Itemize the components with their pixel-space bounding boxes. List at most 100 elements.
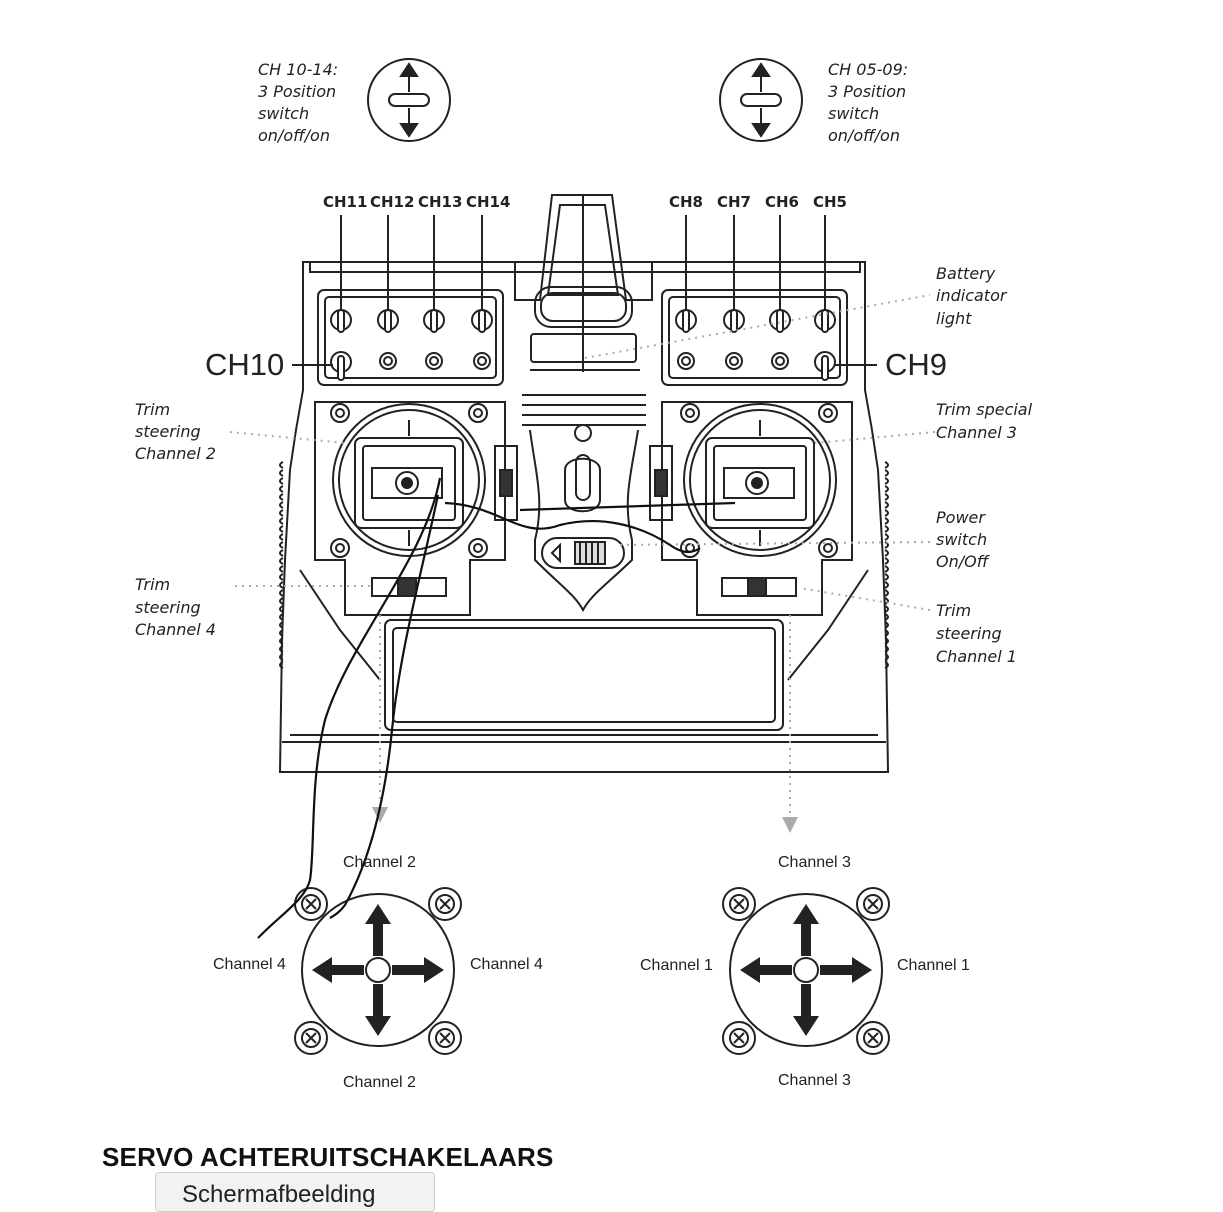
grip-ridge-left	[279, 485, 284, 493]
ch6-label: CH6	[765, 193, 799, 211]
grip-ridge-right	[884, 509, 889, 517]
trim-special-callout: Trim special Channel 3	[936, 400, 1037, 442]
stick-center	[365, 957, 391, 983]
ch5-label: CH5	[813, 193, 847, 211]
ch9-label: CH9	[885, 347, 947, 382]
grip-ridge-right	[884, 549, 889, 557]
grip-ridge-left	[279, 573, 284, 581]
switch-icon-left	[367, 58, 451, 142]
grip-ridge-left	[279, 589, 284, 597]
arrow-left-icon	[740, 957, 792, 983]
grip-ridge-right	[884, 573, 889, 581]
grip-ridge-left	[279, 629, 284, 637]
screw-icon	[856, 1021, 890, 1055]
arrow-up-icon	[793, 904, 819, 956]
arrow-down-icon	[365, 984, 391, 1036]
battery-indicator-callout: Battery indicator light	[936, 264, 1012, 328]
section-heading: SERVO ACHTERUITSCHAKELAARS	[102, 1142, 554, 1172]
grip-ridge-left	[279, 461, 284, 469]
grip-ridge-left	[279, 565, 284, 573]
grip-ridge-left	[279, 541, 284, 549]
grip-ridge-left	[279, 613, 284, 621]
grip-ridge-left	[279, 653, 284, 661]
grip-ridge-right	[884, 469, 889, 477]
trim-ch1-callout: Trim steering Channel 1	[936, 601, 1017, 666]
stick-diagram-left	[294, 887, 462, 1055]
toggle-switch	[423, 309, 445, 333]
grip-ridge-left	[279, 533, 284, 541]
grip-ridge-right	[884, 589, 889, 597]
switch-label-right: CH 05-09: 3 Position switch on/off/on	[828, 60, 913, 145]
grip-ridge-right	[884, 597, 889, 605]
screw-icon	[722, 1021, 756, 1055]
grip-ridge-right	[884, 565, 889, 573]
grip-ridge-right	[884, 637, 889, 645]
indicator-dot	[725, 352, 743, 370]
grip-ridges	[279, 461, 889, 669]
indicator-dot	[379, 352, 397, 370]
toggle-switches	[330, 309, 836, 381]
grip-ridge-right	[884, 653, 889, 661]
grip-ridge-left	[279, 661, 284, 669]
grip-ridge-left	[279, 581, 284, 589]
stick-center	[793, 957, 819, 983]
switch-label-left: CH 10-14: 3 Position switch on/off/on	[258, 60, 343, 145]
indicator-dot	[771, 352, 789, 370]
grip-ridge-left	[279, 477, 284, 485]
grip-ridge-left	[279, 557, 284, 565]
grip-ridge-right	[884, 493, 889, 501]
toggle-switch	[377, 309, 399, 333]
ch12-label: CH12	[370, 193, 414, 211]
top-channel-labels: CH11 CH12 CH13 CH14 CH8 CH7 CH6 CH5	[323, 193, 847, 211]
stick-right-top-label: Channel 3	[778, 854, 851, 871]
grip-ridge-left	[279, 469, 284, 477]
toggle-switch	[471, 309, 493, 333]
grip-ridge-right	[884, 661, 889, 669]
toggle-switch	[814, 309, 836, 333]
grip-ridge-right	[884, 525, 889, 533]
ch10-label: CH10	[205, 347, 284, 382]
ch14-label: CH14	[466, 193, 510, 211]
grip-ridge-right	[884, 461, 889, 469]
grip-ridge-right	[884, 533, 889, 541]
grip-ridge-right	[884, 581, 889, 589]
grip-ridge-right	[884, 605, 889, 613]
stick-right-bottom-label: Channel 3	[778, 1072, 851, 1089]
grip-ridge-left	[279, 501, 284, 509]
screenshot-tooltip: Schermafbeelding	[155, 1172, 435, 1212]
indicator-dot	[677, 352, 695, 370]
stick-left-right-label: Channel 4	[470, 956, 543, 973]
grip-ridge-right	[884, 501, 889, 509]
toggle-switch	[723, 309, 745, 333]
screw-icon	[722, 887, 756, 921]
grip-ridge-right	[884, 517, 889, 525]
stick-left-top-label: Channel 2	[343, 854, 416, 871]
ch8-label: CH8	[669, 193, 703, 211]
screw-icon	[428, 887, 462, 921]
screw-icon	[428, 1021, 462, 1055]
grip-ridge-right	[884, 485, 889, 493]
side-channel-labels: CH10 CH9	[205, 347, 947, 382]
trim-ch4-callout: Trim steering Channel 4	[135, 575, 216, 639]
indicator-dot	[473, 352, 491, 370]
toggle-switch	[330, 309, 352, 333]
power-switch-callout: Power switch On/Off	[936, 508, 992, 571]
toggle-switch	[675, 309, 697, 333]
stick-left-left-label: Channel 4	[213, 956, 286, 973]
screw-icon	[294, 1021, 328, 1055]
indicator-dot	[425, 352, 443, 370]
stick-right-left-label: Channel 1	[640, 957, 713, 974]
grip-ridge-left	[279, 509, 284, 517]
grip-ridge-left	[279, 621, 284, 629]
grip-ridge-left	[279, 517, 284, 525]
toggle-switch	[330, 351, 352, 381]
switch-icon-right	[719, 58, 803, 142]
ch11-label: CH11	[323, 193, 367, 211]
transmitter-body	[278, 194, 890, 773]
grip-ridge-right	[884, 645, 889, 653]
grip-ridge-right	[884, 621, 889, 629]
screw-icon	[856, 887, 890, 921]
trim-ch2-callout: Trim steering Channel 2	[135, 400, 216, 463]
grip-ridge-right	[884, 477, 889, 485]
